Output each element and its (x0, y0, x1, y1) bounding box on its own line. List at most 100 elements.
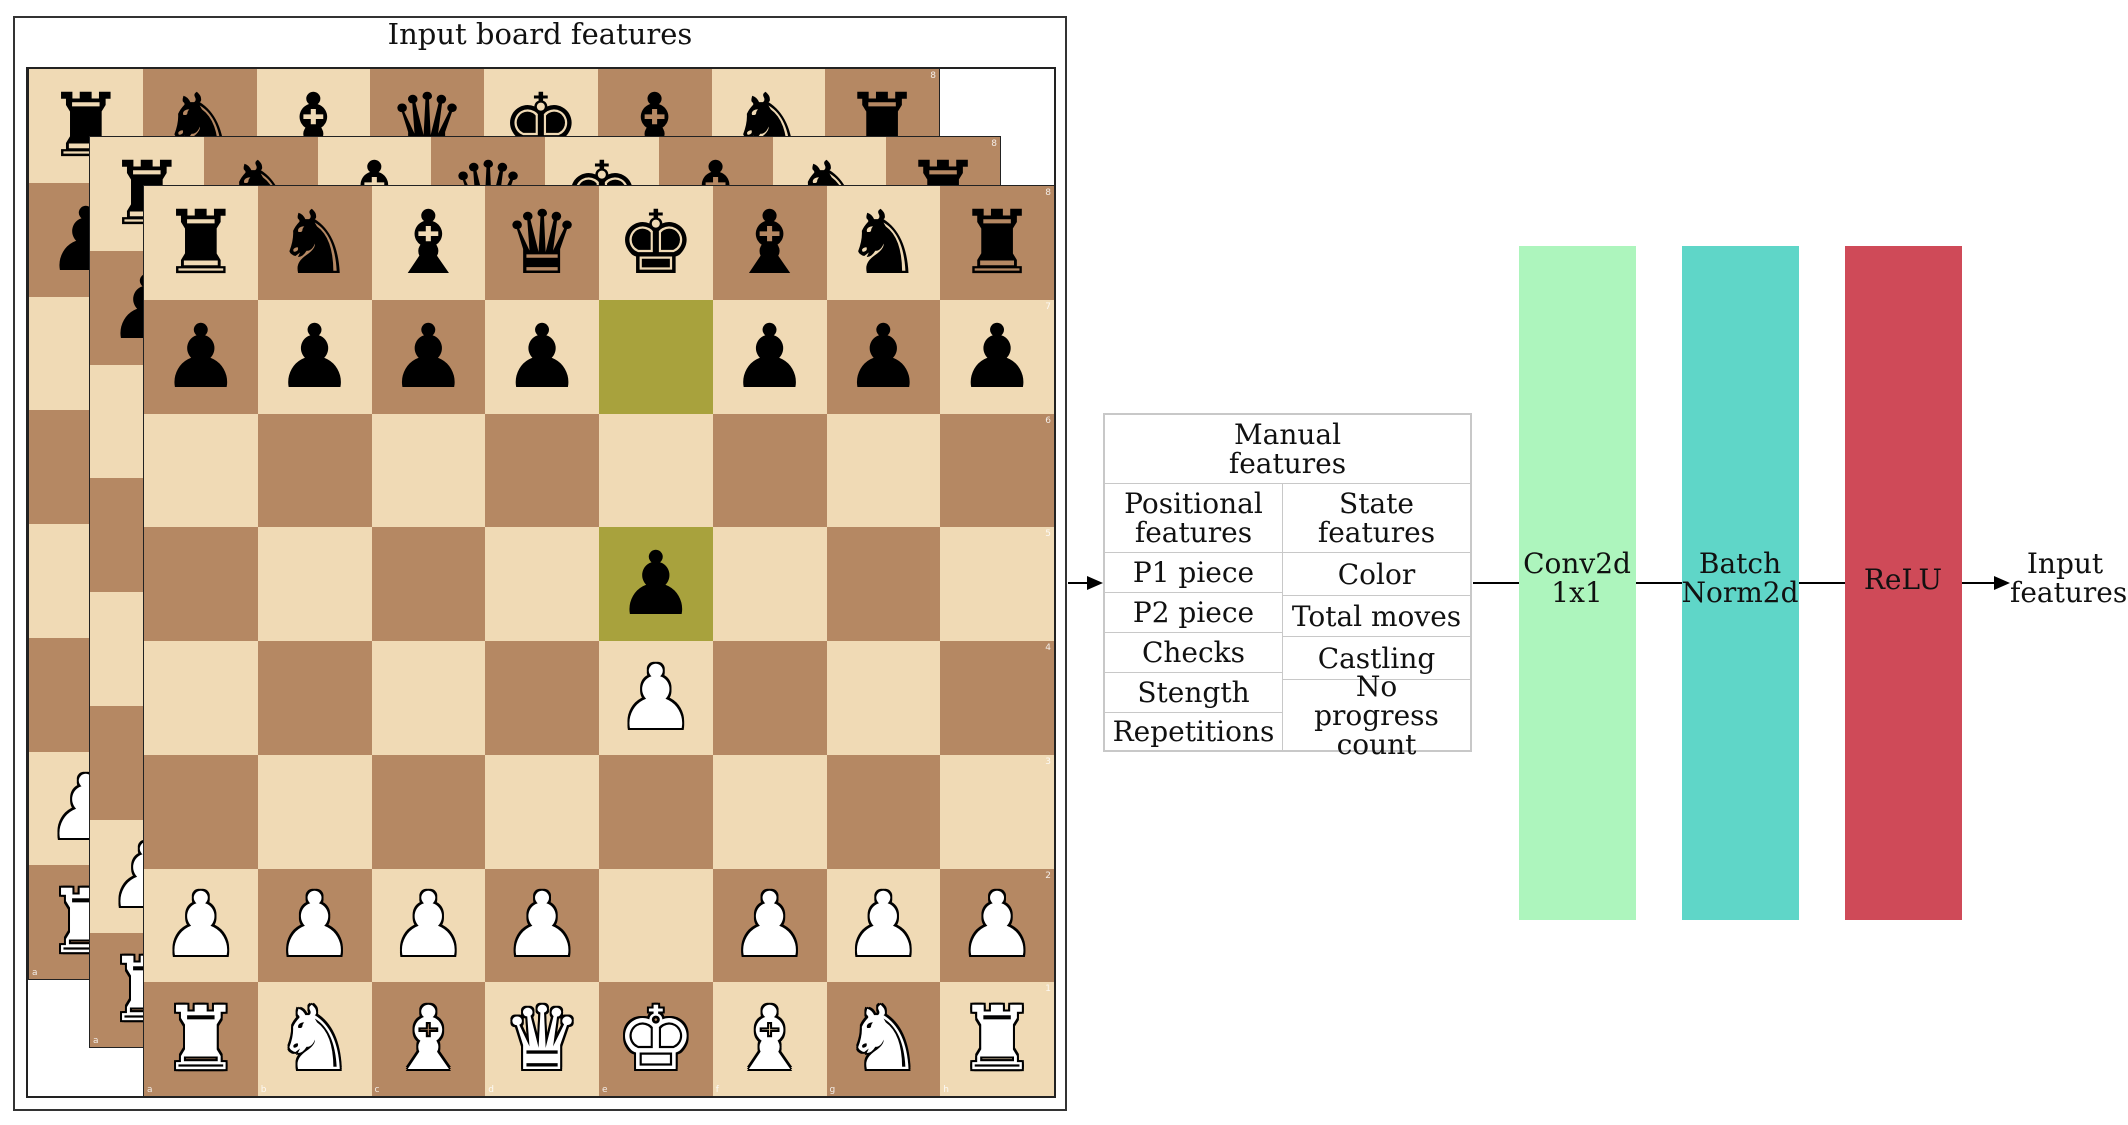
board-square: ♟ (599, 641, 713, 755)
rank-label: 8 (930, 71, 936, 81)
board-square: ♟ (144, 868, 258, 983)
feature-item: Color (1282, 552, 1471, 596)
board-square: ♝ (712, 186, 827, 300)
rank-label: 3 (1045, 756, 1051, 767)
arrow-line (1636, 582, 1683, 584)
board-square: ♟ (826, 299, 941, 414)
board-square (599, 754, 713, 869)
white-pawn-icon: ♟ (275, 873, 355, 977)
board-square: ♛ (485, 186, 599, 300)
board-square (257, 527, 372, 641)
black-pawn-icon: ♟ (957, 304, 1037, 408)
feature-item: Total moves (1282, 595, 1471, 637)
board-square: ♟ (371, 868, 486, 983)
white-pawn-icon: ♟ (616, 645, 696, 749)
board-square: ♞ (257, 186, 372, 300)
board-square (485, 641, 599, 755)
white-pawn-icon: ♟ (388, 873, 468, 977)
board-square: ♜8 (940, 186, 1054, 300)
black-pawn-icon: ♟ (502, 304, 582, 408)
board-square: ♜a (144, 982, 258, 1096)
black-queen-icon: ♛ (502, 190, 582, 294)
black-knight-icon: ♞ (843, 190, 923, 294)
file-label: a (93, 1036, 99, 1046)
output-label: Input features (2010, 547, 2128, 609)
board-square: ♟ (826, 868, 941, 983)
board-square (599, 413, 713, 528)
arrow-line (1068, 582, 1088, 584)
board-square: ♟7 (940, 299, 1054, 414)
arrow-head (1087, 576, 1103, 590)
input-board-frame (13, 16, 1067, 1111)
rank-label: 1 (1045, 984, 1051, 995)
board-square: ♟ (257, 299, 372, 414)
state-features-header: State features (1282, 483, 1471, 553)
black-pawn-icon: ♟ (161, 304, 241, 408)
board-square: ♝c (371, 982, 486, 1096)
relu-label: ReLU (1863, 563, 1943, 596)
board-square (826, 527, 941, 641)
feature-item: P1 piece (1104, 552, 1283, 593)
arrow-line (1799, 582, 1846, 584)
white-pawn-icon: ♟ (843, 873, 923, 977)
board-square (144, 641, 258, 755)
feature-item: Castling (1282, 636, 1471, 680)
conv2d-block (1519, 246, 1636, 920)
manual-features-title: Manual features (1104, 414, 1471, 484)
white-bishop-icon: ♝ (730, 987, 810, 1091)
board-square (826, 413, 941, 528)
file-label: b (260, 1085, 267, 1095)
board-square: 5 (940, 527, 1054, 641)
file-label: a (147, 1085, 153, 1095)
board-square (371, 641, 486, 755)
feature-item: Repetitions (1104, 712, 1283, 751)
feature-item: P2 piece (1104, 592, 1283, 633)
rank-label: 4 (1045, 643, 1051, 653)
black-rook-icon: ♜ (161, 190, 241, 294)
board-square (599, 868, 713, 983)
arrow-line (1473, 582, 1521, 584)
board-square (712, 754, 827, 869)
file-label: d (488, 1085, 494, 1095)
file-label: g (829, 1085, 836, 1095)
file-label: a (32, 968, 38, 978)
batchnorm2d-label: Batch Norm2d (1681, 547, 1799, 609)
board-square (144, 413, 258, 528)
board-square: ♝ (371, 186, 486, 300)
file-label: f (715, 1085, 719, 1095)
board-square (712, 527, 827, 641)
board-square: ♟ (599, 527, 713, 641)
board-square (712, 413, 827, 528)
board-square: 3 (940, 754, 1054, 869)
board-square (144, 754, 258, 869)
board-square: ♚ (599, 186, 713, 300)
board-square: ♞ (826, 186, 941, 300)
white-rook-icon: ♜ (161, 987, 241, 1091)
positional-features-header: Positional features (1104, 483, 1283, 553)
board-square (485, 413, 599, 528)
arrow-line (1962, 582, 1995, 584)
board-square (485, 527, 599, 641)
rank-label: 8 (991, 139, 997, 149)
rank-label: 5 (1045, 529, 1051, 540)
board-square: ♟2 (940, 868, 1054, 983)
board-square (371, 413, 486, 528)
file-label: e (602, 1085, 608, 1095)
input-board-title: Input board features (387, 17, 693, 51)
board-square (371, 527, 486, 641)
black-bishop-icon: ♝ (388, 190, 468, 294)
white-pawn-icon: ♟ (957, 873, 1037, 977)
rank-label: 2 (1045, 870, 1051, 881)
rank-label: 6 (1045, 415, 1051, 426)
white-pawn-icon: ♟ (502, 873, 582, 977)
conv2d-label: Conv2d 1x1 (1523, 547, 1631, 609)
board-square: ♞b (257, 982, 372, 1096)
board-square: ♚e (599, 982, 713, 1096)
board-square (257, 641, 372, 755)
black-pawn-icon: ♟ (730, 304, 810, 408)
board-square: ♟ (371, 299, 486, 414)
black-pawn-icon: ♟ (388, 304, 468, 408)
white-king-icon: ♚ (616, 987, 696, 1091)
